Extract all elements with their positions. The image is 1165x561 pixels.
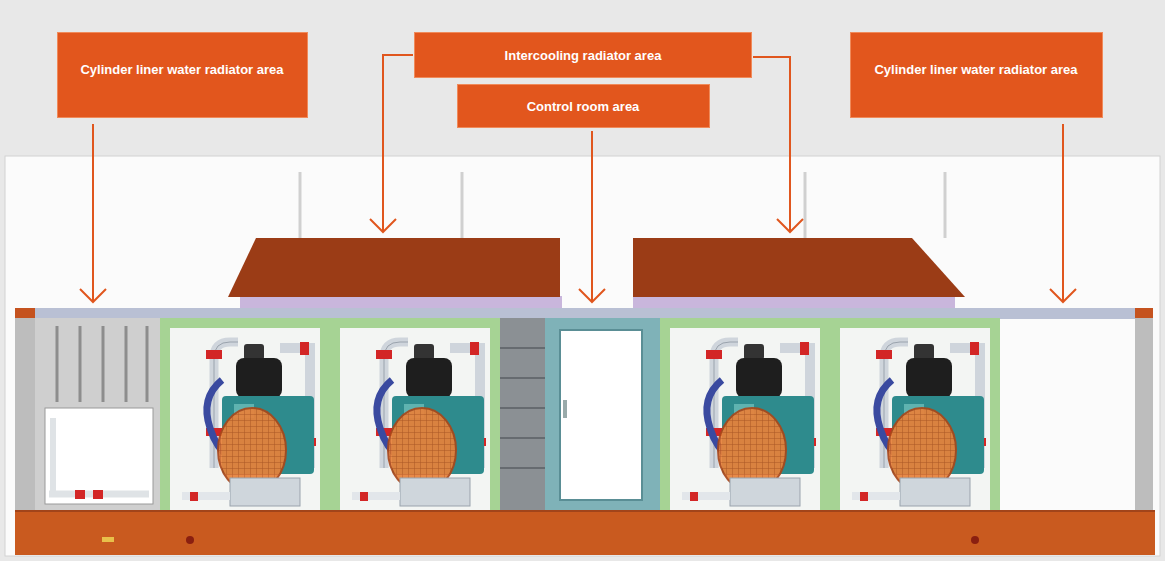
engine-bay <box>830 318 1000 510</box>
container-outline <box>5 156 1160 556</box>
callout-text: Cylinder liner water radiator area <box>80 62 283 78</box>
intercooling-radiators <box>228 238 965 308</box>
callout-box: Control room area <box>457 84 710 128</box>
engine-bay <box>160 318 330 510</box>
base-frame <box>15 510 1155 555</box>
callout-text: Control room area <box>527 99 640 115</box>
corner-post <box>1135 308 1153 318</box>
top-rail <box>15 308 1150 319</box>
engine-bay <box>660 318 830 510</box>
callout-box: Cylinder liner water radiator area <box>57 32 308 118</box>
engine-bay <box>330 318 500 510</box>
liner-radiator <box>35 318 160 510</box>
corner-post <box>15 308 35 318</box>
control-room <box>500 318 660 510</box>
callout-box: Cylinder liner water radiator area <box>850 32 1103 118</box>
callout-text: Intercooling radiator area <box>505 48 662 64</box>
support-posts <box>300 172 945 238</box>
callout-box: Intercooling radiator area <box>414 32 752 78</box>
callout-text: Cylinder liner water radiator area <box>874 62 1077 78</box>
